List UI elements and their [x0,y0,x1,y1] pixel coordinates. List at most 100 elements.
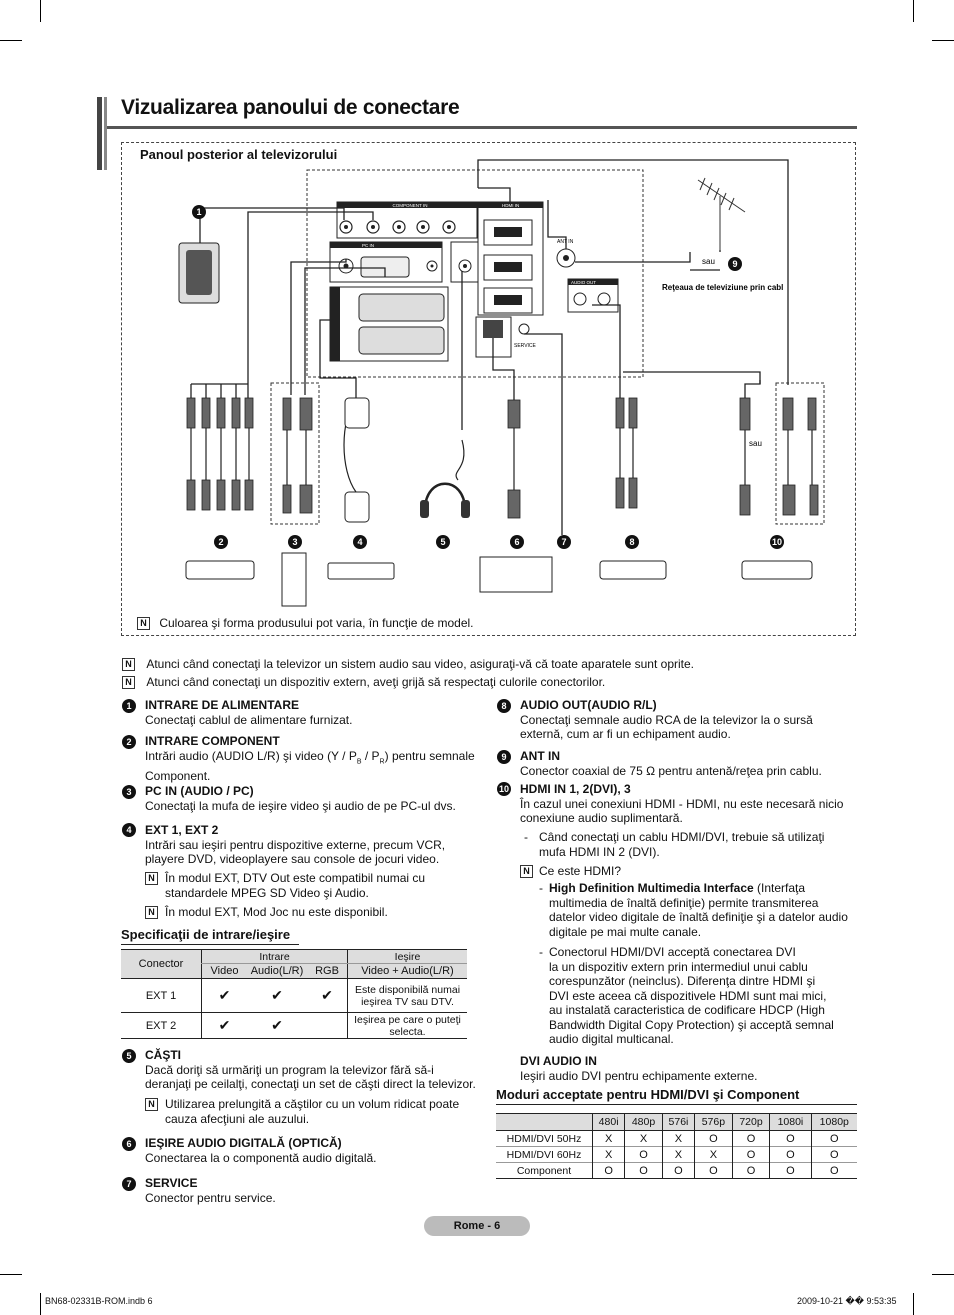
cell: O [694,1130,733,1147]
cell: X [624,1130,663,1147]
cell: O [624,1146,663,1163]
dash-text: Când conectaţi un cablu HDMI/DVI, trebui… [539,830,825,844]
bullet-text: audio digital multicanal. [549,1032,674,1046]
dash-marker: - [539,881,543,895]
panel-label: Panoul posterior al televizorului [140,147,338,162]
cell: O [731,1146,770,1163]
cell: O [769,1130,812,1147]
cell: HDMI/DVI 50Hz [506,1132,582,1145]
page-title: Vizualizarea panoului de conectare [121,96,460,119]
dvi-audio-section: DVI AUDIO IN Ieşiri audio DVI pentru ech… [520,1054,757,1083]
list-item: INTRARE DE ALIMENTARE Conectaţi cablul d… [145,698,352,727]
dash-marker: - [539,945,543,959]
bullet-text: DVI este aceea că dispozitivele HDMI sun… [549,988,827,1003]
crop-mark [40,0,41,22]
bullet-text: Conectorul HDMI/DVI acceptă conectarea D… [549,945,796,959]
marker-6: 6 [510,535,524,549]
note-row: N Atunci când conectaţi un dispozitiv ex… [122,675,606,690]
marker-7: 7 [557,535,571,549]
marker-10: 10 [770,535,784,549]
item-body: Intrări sau ieşiri pentru dispozitive ex… [145,837,446,852]
item-num: 9 [497,750,511,764]
io-spec-table: Conector Intrare Ieşire Video Audio(L/R)… [121,949,467,1039]
service-label: SERVICE [514,343,537,349]
note-icon: N [145,872,158,885]
pc-tower-icon [281,552,307,607]
item-note: N Utilizarea prelungită a căştilor cu un… [145,1097,459,1126]
bullet-text: au instalată caracteristica de codificar… [549,1003,825,1017]
list-item: EXT 1, EXT 2 Intrări sau ieşiri pentru d… [145,823,445,867]
marker-4: 4 [353,535,367,549]
cell: O [769,1162,812,1179]
list-item: SERVICE Conector pentru service. [145,1176,276,1205]
marker-3: 3 [288,535,302,549]
th-mode: 720p [731,1113,770,1131]
cell: EXT 2 [145,1019,177,1032]
th-mode: 1080p [810,1113,857,1131]
list-item: ANT IN Conector coaxial de 75 Ω pentru a… [520,749,822,778]
panel-note-text: Culoarea şi forma produsului pot varia, … [159,616,474,630]
audio-out-label: AUDIO OUT [571,280,596,285]
item-num: 10 [497,782,511,796]
item-note: N Ce este HDMI? [520,864,621,879]
item-heading: PC IN (AUDIO / PC) [145,784,254,798]
crop-mark [0,40,22,41]
th-mode: 480i [591,1113,625,1131]
item-heading: ANT IN [520,749,560,763]
cell: O [810,1130,857,1147]
note-icon: N [122,676,135,690]
marker-2: 2 [214,535,228,549]
th-video: Video [201,963,247,979]
list-item: PC IN (AUDIO / PC) Conectaţi la mufa de … [145,784,456,813]
table-row: HDMI/DVI 60Hz X O X X O O O [496,1146,857,1163]
antenna-icon [697,177,746,250]
item-body: externă, cum ar fi un echipament audio. [520,727,731,741]
item-body: Conector coaxial de 75 Ω pentru antenă/r… [520,763,822,778]
bullet-item: - Conectorul HDMI/DVI acceptă conectarea… [539,945,834,1047]
item-body: deranjaţi pe ceilalţi, conectaţi un set … [145,1077,476,1091]
cell: X [661,1130,695,1147]
th-mode: 576p [694,1113,733,1131]
list-item: IEŞIRE AUDIO DIGITALĂ (OPTICĂ) Conectare… [145,1136,377,1165]
item-body: Ieşiri audio DVI pentru echipamente exte… [520,1068,758,1083]
item-note-text: Utilizarea prelungită a căştilor cu un v… [165,1097,460,1111]
connection-diagram: COMPONENT IN PC IN HDMI IN [178,159,825,607]
dvd-player-icon [185,560,255,580]
hdmi-device-icon [741,560,813,580]
item-body: playere DVD, videoplayere sau console de… [145,852,440,866]
th-video-audio: Video + Audio(L/R) [347,963,467,979]
table-header-row: 480i 480p 576i 576p 720p 1080i 1080p [496,1113,857,1131]
list-item: CĂŞTI Dacă doriţi să urmăriţi un program… [145,1048,476,1092]
footer-timestamp: 2009-10-21 �� 9:53:35 [797,1296,897,1306]
item-num: 3 [122,785,136,799]
note-icon: N [145,906,158,919]
note-text: Atunci când conectaţi un dispozitiv exte… [146,675,606,689]
audio-system-icon [479,556,553,593]
item-body: Conectaţi la mufa de ieşire video şi aud… [145,798,456,813]
marker-8: 8 [625,535,639,549]
marker-1: 1 [192,205,206,219]
title-underline [107,126,857,129]
th-audio: Audio(L/R) [247,963,307,979]
cell: X [694,1146,733,1163]
item-note-text: În modul EXT, DTV Out este compatibil nu… [165,871,426,885]
bold-term: High Definition Multimedia Interface [549,881,754,895]
bullet-text: corespunzător (neinclus). Diferenţa dint… [549,974,816,988]
cell: ✔ [201,1012,247,1039]
modes-title: Moduri acceptate pentru HDMI/DVI şi Comp… [496,1087,800,1102]
table-row: HDMI/DVI 50Hz X X X O O O O [496,1130,857,1147]
hdmi-in-label: HDMI IN [502,203,519,208]
bullet-text: la un dispozitiv extern prin intermediul… [549,959,808,974]
item-body: În cazul unei conexiuni HDMI - HDMI, nu … [520,796,844,811]
item-note-text: cauza afecţiuni ale auzului. [165,1111,310,1126]
item-body: conexiune audio suplimentară. [520,811,683,825]
bullet-text: datelor video digitale de înaltă definiţ… [549,910,848,924]
cell: X [661,1146,695,1163]
item-body: Intrări audio (AUDIO L/R) şi video (Y / … [145,748,475,765]
cell: X [591,1146,625,1163]
cell: O [810,1146,857,1163]
dash-text: mufa HDMI IN 2 (DVI). [539,844,660,859]
crop-mark [932,40,954,41]
crop-mark [932,1274,954,1275]
